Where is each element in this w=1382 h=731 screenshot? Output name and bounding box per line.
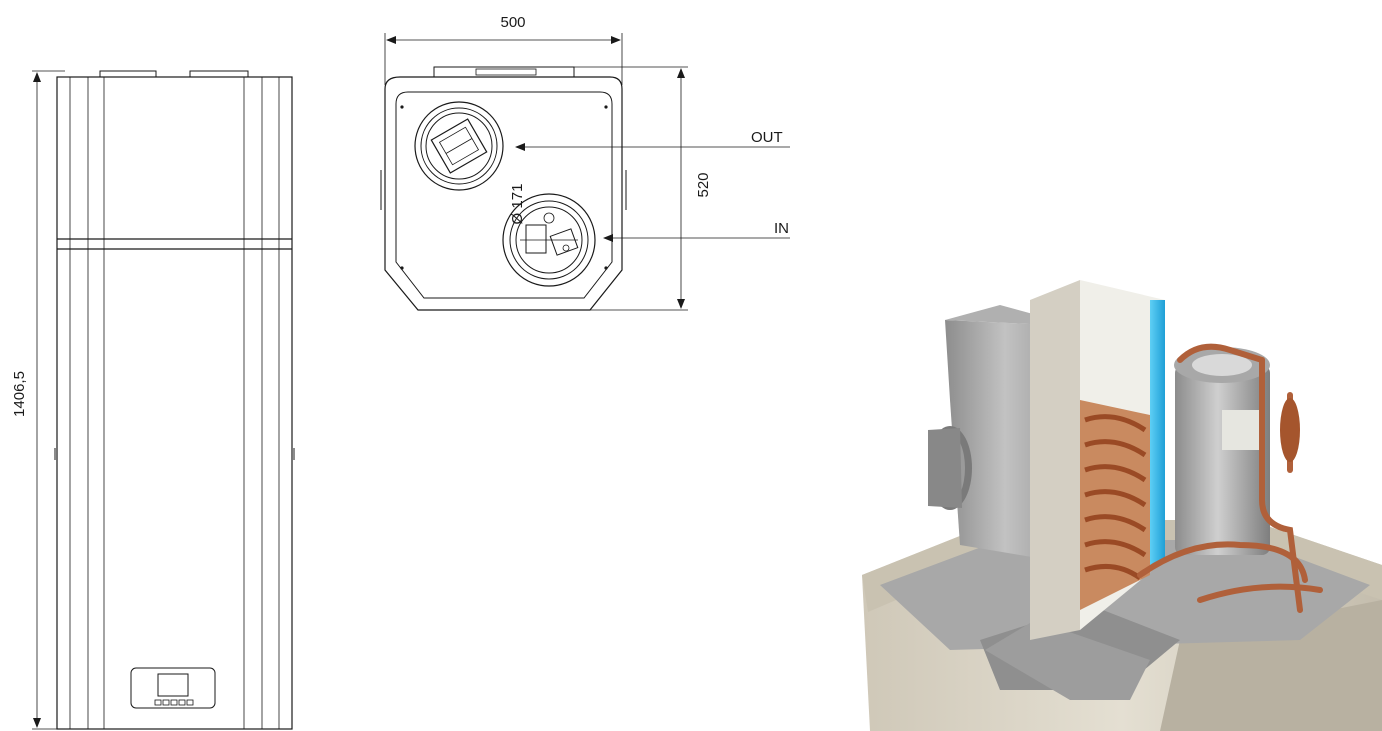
compressor	[1174, 347, 1270, 555]
evaporator	[1030, 280, 1165, 640]
cutaway-render	[862, 280, 1382, 731]
duct-diameter-label: Ø 171	[509, 184, 526, 225]
filter-drier	[1280, 398, 1300, 462]
control-buttons	[154, 699, 194, 706]
width-dimension-label: 500	[500, 14, 525, 31]
copper-coil-icon	[1084, 414, 1147, 581]
top-connector-right	[189, 70, 249, 78]
control-panel	[130, 667, 216, 709]
in-port	[502, 193, 596, 287]
top-view: 500	[380, 14, 790, 311]
in-label: IN	[774, 220, 789, 237]
top-connector-left	[99, 70, 157, 78]
depth-dimension-label: 520	[695, 172, 712, 197]
control-display-icon	[157, 673, 189, 697]
height-dimension-label: 1406,5	[11, 371, 28, 417]
top-tab	[433, 66, 575, 78]
unit-body-outline	[56, 76, 293, 730]
out-port	[414, 101, 504, 191]
front-view: 1406,5	[11, 70, 295, 730]
top-view-outline	[384, 76, 623, 311]
out-label: OUT	[751, 129, 783, 146]
fan-assembly-icon	[520, 212, 579, 256]
